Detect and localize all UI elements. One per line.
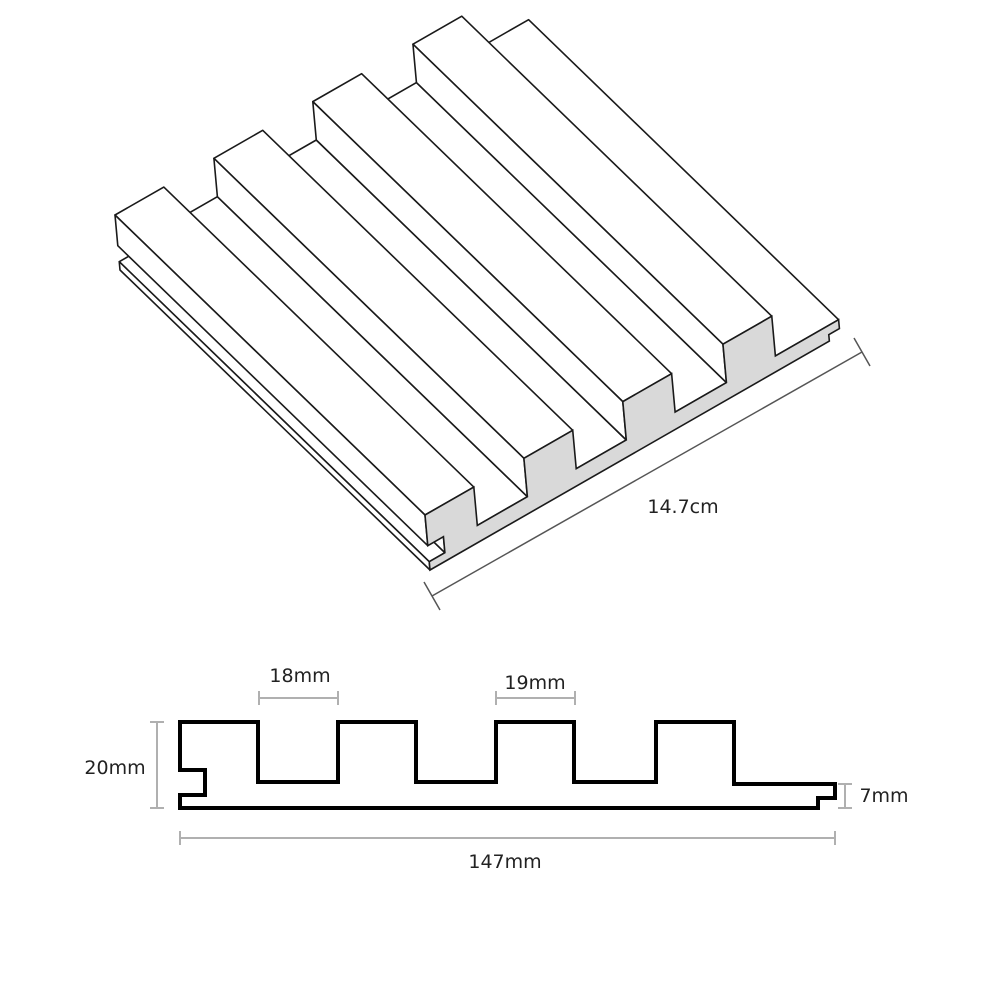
rib-width-label: 19mm xyxy=(504,672,566,694)
base-thickness-label: 7mm xyxy=(859,785,909,807)
total-width-label: 147mm xyxy=(468,851,542,873)
groove-width-label: 18mm xyxy=(269,665,331,687)
profile-outline xyxy=(178,720,837,810)
panel-front-section xyxy=(424,314,841,572)
length-dimension-tick xyxy=(853,337,871,367)
length-dimension-tick xyxy=(423,581,441,611)
length-dimension xyxy=(431,351,863,597)
length-label: 14.7cm xyxy=(647,496,719,518)
height-label: 20mm xyxy=(84,757,146,779)
